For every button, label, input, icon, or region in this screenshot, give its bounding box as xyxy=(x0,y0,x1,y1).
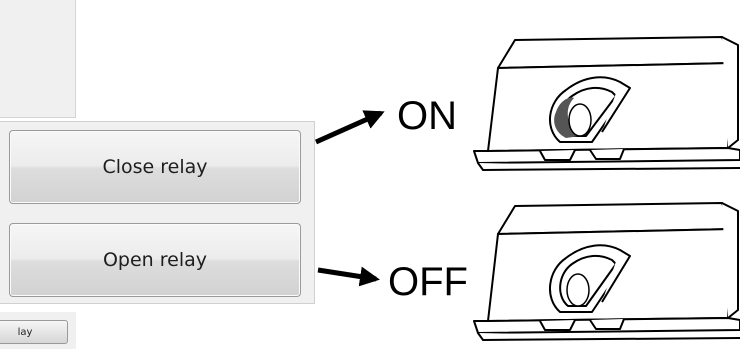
open-relay-button[interactable]: Open relay xyxy=(9,223,301,297)
switch-off-icon xyxy=(473,202,740,341)
arrow-icon xyxy=(317,266,380,287)
arrow-icon xyxy=(314,110,385,145)
close-relay-button[interactable]: Close relay xyxy=(9,130,301,204)
on-state-label: ON xyxy=(397,94,457,138)
dialog-panel-bottom: lay xyxy=(0,312,76,349)
dialog-panel-top xyxy=(0,0,76,118)
relay-control-panel: Close relay Open relay xyxy=(0,121,315,304)
switch-on-icon xyxy=(473,36,740,171)
cropped-button[interactable]: lay xyxy=(0,320,68,344)
off-state-label: OFF xyxy=(388,260,468,304)
